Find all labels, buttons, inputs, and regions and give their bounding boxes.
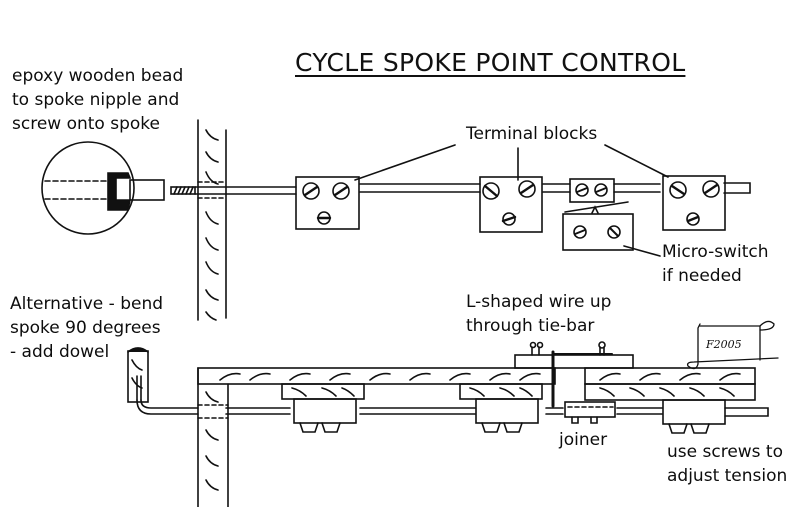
l-wire-label-line-2: through tie-bar bbox=[466, 316, 595, 336]
joiner bbox=[564, 401, 616, 424]
screws-label-line-2: adjust tension bbox=[667, 466, 788, 486]
baseboard-plank bbox=[197, 367, 756, 401]
terminal-block-3 bbox=[662, 175, 726, 231]
bead-label-line-1: epoxy wooden bead bbox=[12, 66, 184, 86]
tie-bar bbox=[514, 341, 634, 408]
spoke-thread bbox=[170, 186, 196, 195]
spoke-nipple bbox=[107, 172, 165, 211]
alternative-label-line-3: - add dowel bbox=[10, 342, 110, 362]
diagram-title: CYCLE SPOKE POINT CONTROL bbox=[295, 48, 686, 77]
signature: F2005 bbox=[686, 320, 779, 370]
micro-switch-label-line-1: Micro-switch bbox=[662, 242, 769, 262]
terminal-block-2 bbox=[479, 176, 543, 233]
l-wire-label-line-1: L-shaped wire up bbox=[466, 292, 612, 312]
terminal-block-1 bbox=[295, 176, 360, 230]
bent-spoke bbox=[136, 399, 769, 417]
dowel bbox=[127, 347, 149, 403]
alternative-label-line-1: Alternative - bend bbox=[10, 294, 164, 314]
micro-switch-label-line-2: if needed bbox=[662, 266, 742, 286]
spoke-wire-top bbox=[194, 182, 751, 195]
terminal-block-small bbox=[569, 178, 615, 203]
bead-label-line-2: to spoke nipple and bbox=[12, 90, 180, 110]
sleeper-2 bbox=[459, 383, 543, 433]
wooden-bead bbox=[41, 141, 135, 235]
bead-label-line-3: screw onto spoke bbox=[12, 114, 160, 134]
joiner-label: joiner bbox=[559, 430, 608, 450]
sleeper-3 bbox=[662, 399, 726, 434]
baseboard-side bbox=[197, 367, 229, 507]
baseboard-top bbox=[197, 119, 227, 321]
screws-label-line-1: use screws to bbox=[667, 442, 784, 462]
sleeper-1 bbox=[281, 383, 365, 433]
leader-lines bbox=[354, 144, 669, 257]
alternative-label-line-2: spoke 90 degrees bbox=[10, 318, 161, 338]
signature-text: F2005 bbox=[705, 338, 742, 351]
micro-switch bbox=[562, 201, 634, 251]
terminal-blocks-label: Terminal blocks bbox=[466, 124, 598, 144]
